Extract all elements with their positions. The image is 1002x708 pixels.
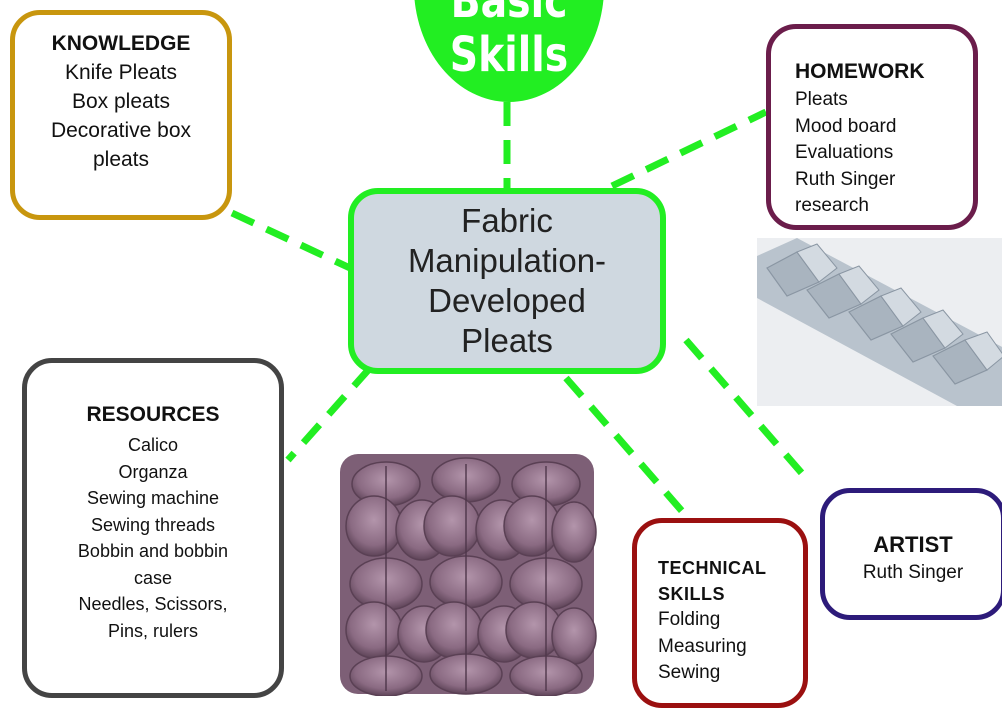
central-topic: Fabric Manipulation- Developed Pleats: [348, 188, 666, 374]
resources-item: Bobbin and bobbin: [77, 541, 229, 561]
basic-skills-line-2: Skills: [449, 27, 569, 83]
resources-item: Needles, Scissors,: [78, 594, 228, 614]
artist-item: Ruth Singer: [862, 562, 964, 583]
connector-knowledge: [230, 209, 352, 272]
resources-item: Organza: [118, 461, 188, 482]
technical-skills-title-line-2: SKILLS: [658, 584, 726, 604]
central-topic-line-1: Fabric: [461, 202, 553, 239]
connector-artist: [683, 337, 809, 481]
pleated-cushion-photo: [334, 446, 600, 696]
connector-resources: [285, 365, 373, 463]
central-topic-line-3: Developed: [428, 282, 586, 319]
central-topic-line-4: Pleats: [461, 322, 553, 359]
resources-item: Sewing machine: [86, 488, 220, 508]
folded-pleat-sample-photo: [757, 238, 1002, 406]
homework-title: HOMEWORK: [795, 60, 925, 83]
basic-skills-line-1: Basic: [450, 0, 568, 29]
technical-skills-box: TECHNICAL SKILLS Folding Measuring Sewin…: [632, 518, 808, 708]
connector-homework: [610, 108, 768, 190]
resources-item: Calico: [127, 435, 179, 455]
knowledge-title: KNOWLEDGE: [51, 32, 191, 55]
knowledge-item: Knife Pleats: [64, 61, 178, 84]
homework-item: Pleats: [795, 89, 848, 110]
knowledge-box: KNOWLEDGE Knife Pleats Box pleats Decora…: [10, 10, 232, 220]
resources-box: RESOURCES Calico Organza Sewing machine …: [22, 358, 284, 698]
technical-skills-item: Folding: [658, 609, 721, 630]
resources-item: Pins, rulers: [107, 620, 199, 641]
knowledge-item: Decorative box: [50, 119, 192, 142]
resources-item: Sewing threads: [90, 514, 216, 535]
homework-box: HOMEWORK Pleats Mood board Evaluations R…: [766, 24, 978, 230]
technical-skills-item: Sewing: [658, 662, 721, 683]
homework-item: Mood board: [795, 115, 897, 137]
homework-item: Ruth Singer: [795, 168, 896, 190]
resources-item: case: [133, 567, 173, 588]
technical-skills-item: Measuring: [658, 635, 747, 657]
artist-title: ARTIST: [873, 532, 953, 557]
knowledge-item: pleats: [92, 148, 150, 171]
connector-technical: [563, 375, 691, 521]
homework-item: research: [795, 195, 869, 216]
technical-skills-title-line-1: TECHNICAL: [658, 558, 767, 578]
central-topic-line-2: Manipulation-: [407, 242, 607, 279]
homework-item: Evaluations: [795, 142, 894, 163]
artist-box: ARTIST Ruth Singer: [820, 488, 1002, 620]
resources-title: RESOURCES: [86, 403, 220, 426]
knowledge-item: Box pleats: [71, 90, 171, 113]
